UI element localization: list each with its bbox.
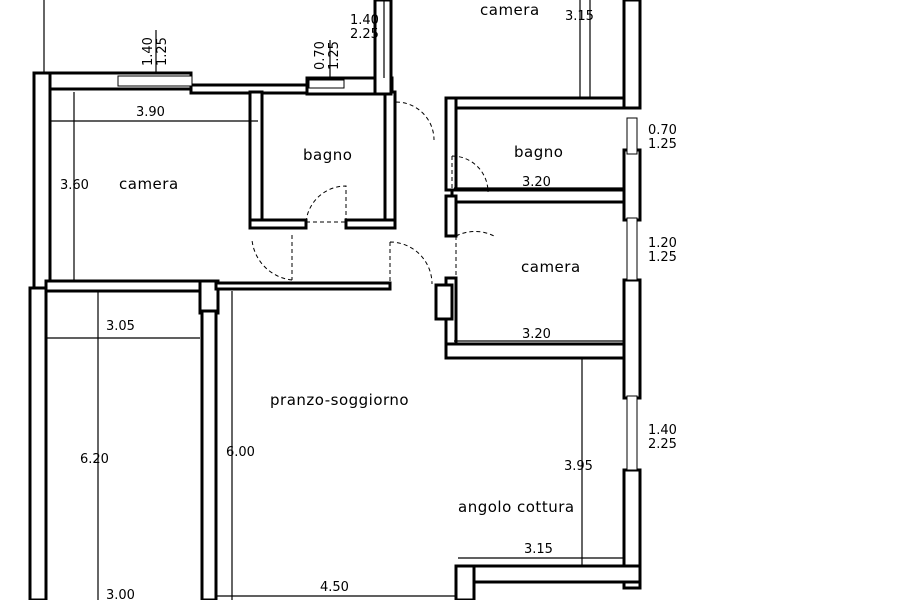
label-bagno-center: bagno [303,146,352,164]
wall-bagno-left [248,90,264,230]
label-camera-left: camera [119,175,179,193]
windows [117,75,638,471]
wall-camera-r-bottom [444,342,628,360]
wall-top-column [373,0,393,96]
wall-right-outer-top [622,0,642,110]
wall-bagno-bottom-b [344,218,397,230]
dim-bagno-right-width: 3.20 [522,175,551,190]
dim-right-win1-b: 1.25 [648,137,677,152]
window-camera-right [626,217,638,281]
dim-balcony-depth: 6.20 [80,452,109,467]
dim-win-bagno-a: 0.70 [313,41,328,70]
dim-right-win2-b: 1.25 [648,250,677,265]
dim-win-left-a: 1.40 [141,37,156,66]
wall-right-outer-b [622,148,642,222]
door-arc-living [389,241,433,285]
dim-win-left-b: 1.25 [155,37,170,66]
label-bagno-right: bagno [514,143,563,161]
wall-bagno-bottom-a [248,218,308,230]
dim-top-right-depth: 3.15 [565,9,594,24]
dim-camera-left-depth: 3.60 [60,178,89,193]
dim-win-bagno-b: 1.25 [327,41,342,70]
door-arc-bagno-right [451,155,489,193]
wall-right-top [444,96,632,110]
door-arc-camera [251,235,293,281]
wall-kitchen-corner [454,564,476,600]
wall-balcony-right [200,309,218,600]
dim-right-win3-b: 2.25 [648,437,677,452]
doors [251,101,495,285]
dim-camera-left-width: 3.90 [136,105,165,120]
door-arc-hall [395,101,435,141]
dimension-lines [46,0,624,600]
wall-camera-r-left-a [444,194,458,238]
dim-right-win2-a: 1.20 [648,236,677,251]
label-pranzo-soggiorno: pranzo-soggiorno [270,391,409,409]
label-camera-right: camera [521,258,581,276]
wall-kitchen-bottom [454,564,642,584]
dim-balcony-width: 3.05 [106,319,135,334]
dim-top-mid-a: 1.40 [350,13,379,28]
wall-bagno-right [383,90,397,230]
window-camera-left [117,75,193,87]
dim-right-win3-a: 1.40 [648,423,677,438]
dim-top-mid-b: 2.25 [350,27,379,42]
pillar-right [434,283,454,321]
dim-camera-right-width: 3.20 [522,327,551,342]
label-camera-top: camera [480,1,540,19]
wall-bagno-r-left [444,96,458,192]
wall-living-top [214,281,392,291]
dimension-labels: 1.40 2.25 3.15 1.40 1.25 0.70 1.25 3.90 … [60,9,677,600]
dim-bottom-mid: 4.50 [320,580,349,595]
wall-right-outer-c [622,278,642,400]
dim-living-depth: 6.00 [226,445,255,460]
wall-camera-bottom [44,279,218,293]
wall-bagno-r-bottom [450,188,630,204]
room-labels: camera camera bagno bagno camera pranzo-… [119,1,581,516]
label-angolo-cottura: angolo cottura [458,498,575,516]
wall-left-upper [32,71,52,290]
dim-bottom-left: 3.00 [106,588,135,600]
dim-right-win1-a: 0.70 [648,123,677,138]
dim-kitchen-width: 3.15 [524,542,553,557]
wall-left-lower [28,286,48,600]
window-bagno-center [308,79,345,89]
door-arc-bagno [305,185,347,223]
window-living-right [626,395,638,471]
door-arc-camera-right [455,230,495,278]
dim-living-right-depth: 3.95 [564,459,593,474]
window-bagno-right [626,117,638,155]
